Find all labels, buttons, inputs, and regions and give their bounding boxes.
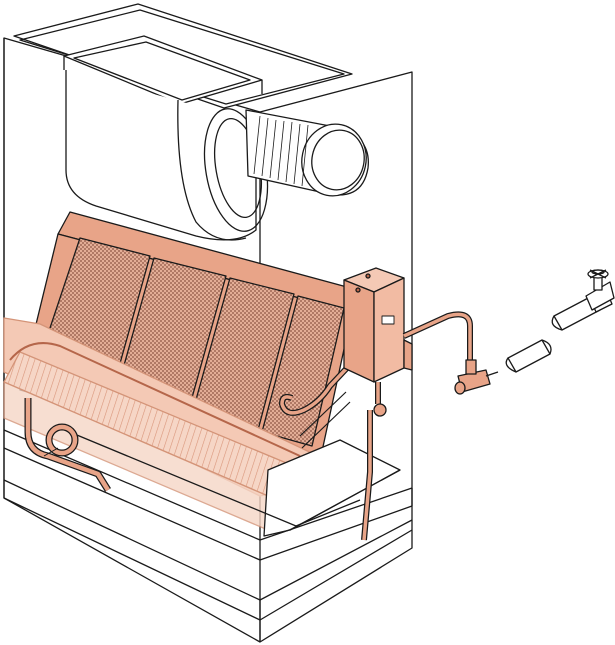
top-duct-collar xyxy=(13,3,353,118)
drain-pan xyxy=(3,427,413,561)
blower-housing xyxy=(65,70,269,241)
blower-motor xyxy=(245,109,369,197)
shutoff-valve xyxy=(585,269,615,311)
distribution-tube xyxy=(279,349,365,449)
solenoid-control-box xyxy=(343,267,413,417)
supply-pipe-coil xyxy=(24,398,111,492)
drain-line xyxy=(361,410,373,541)
supply-pipe-segment-1 xyxy=(505,339,552,373)
water-supply-line xyxy=(402,311,473,374)
cooling-coil xyxy=(3,317,401,537)
strainer-valve xyxy=(454,359,499,395)
